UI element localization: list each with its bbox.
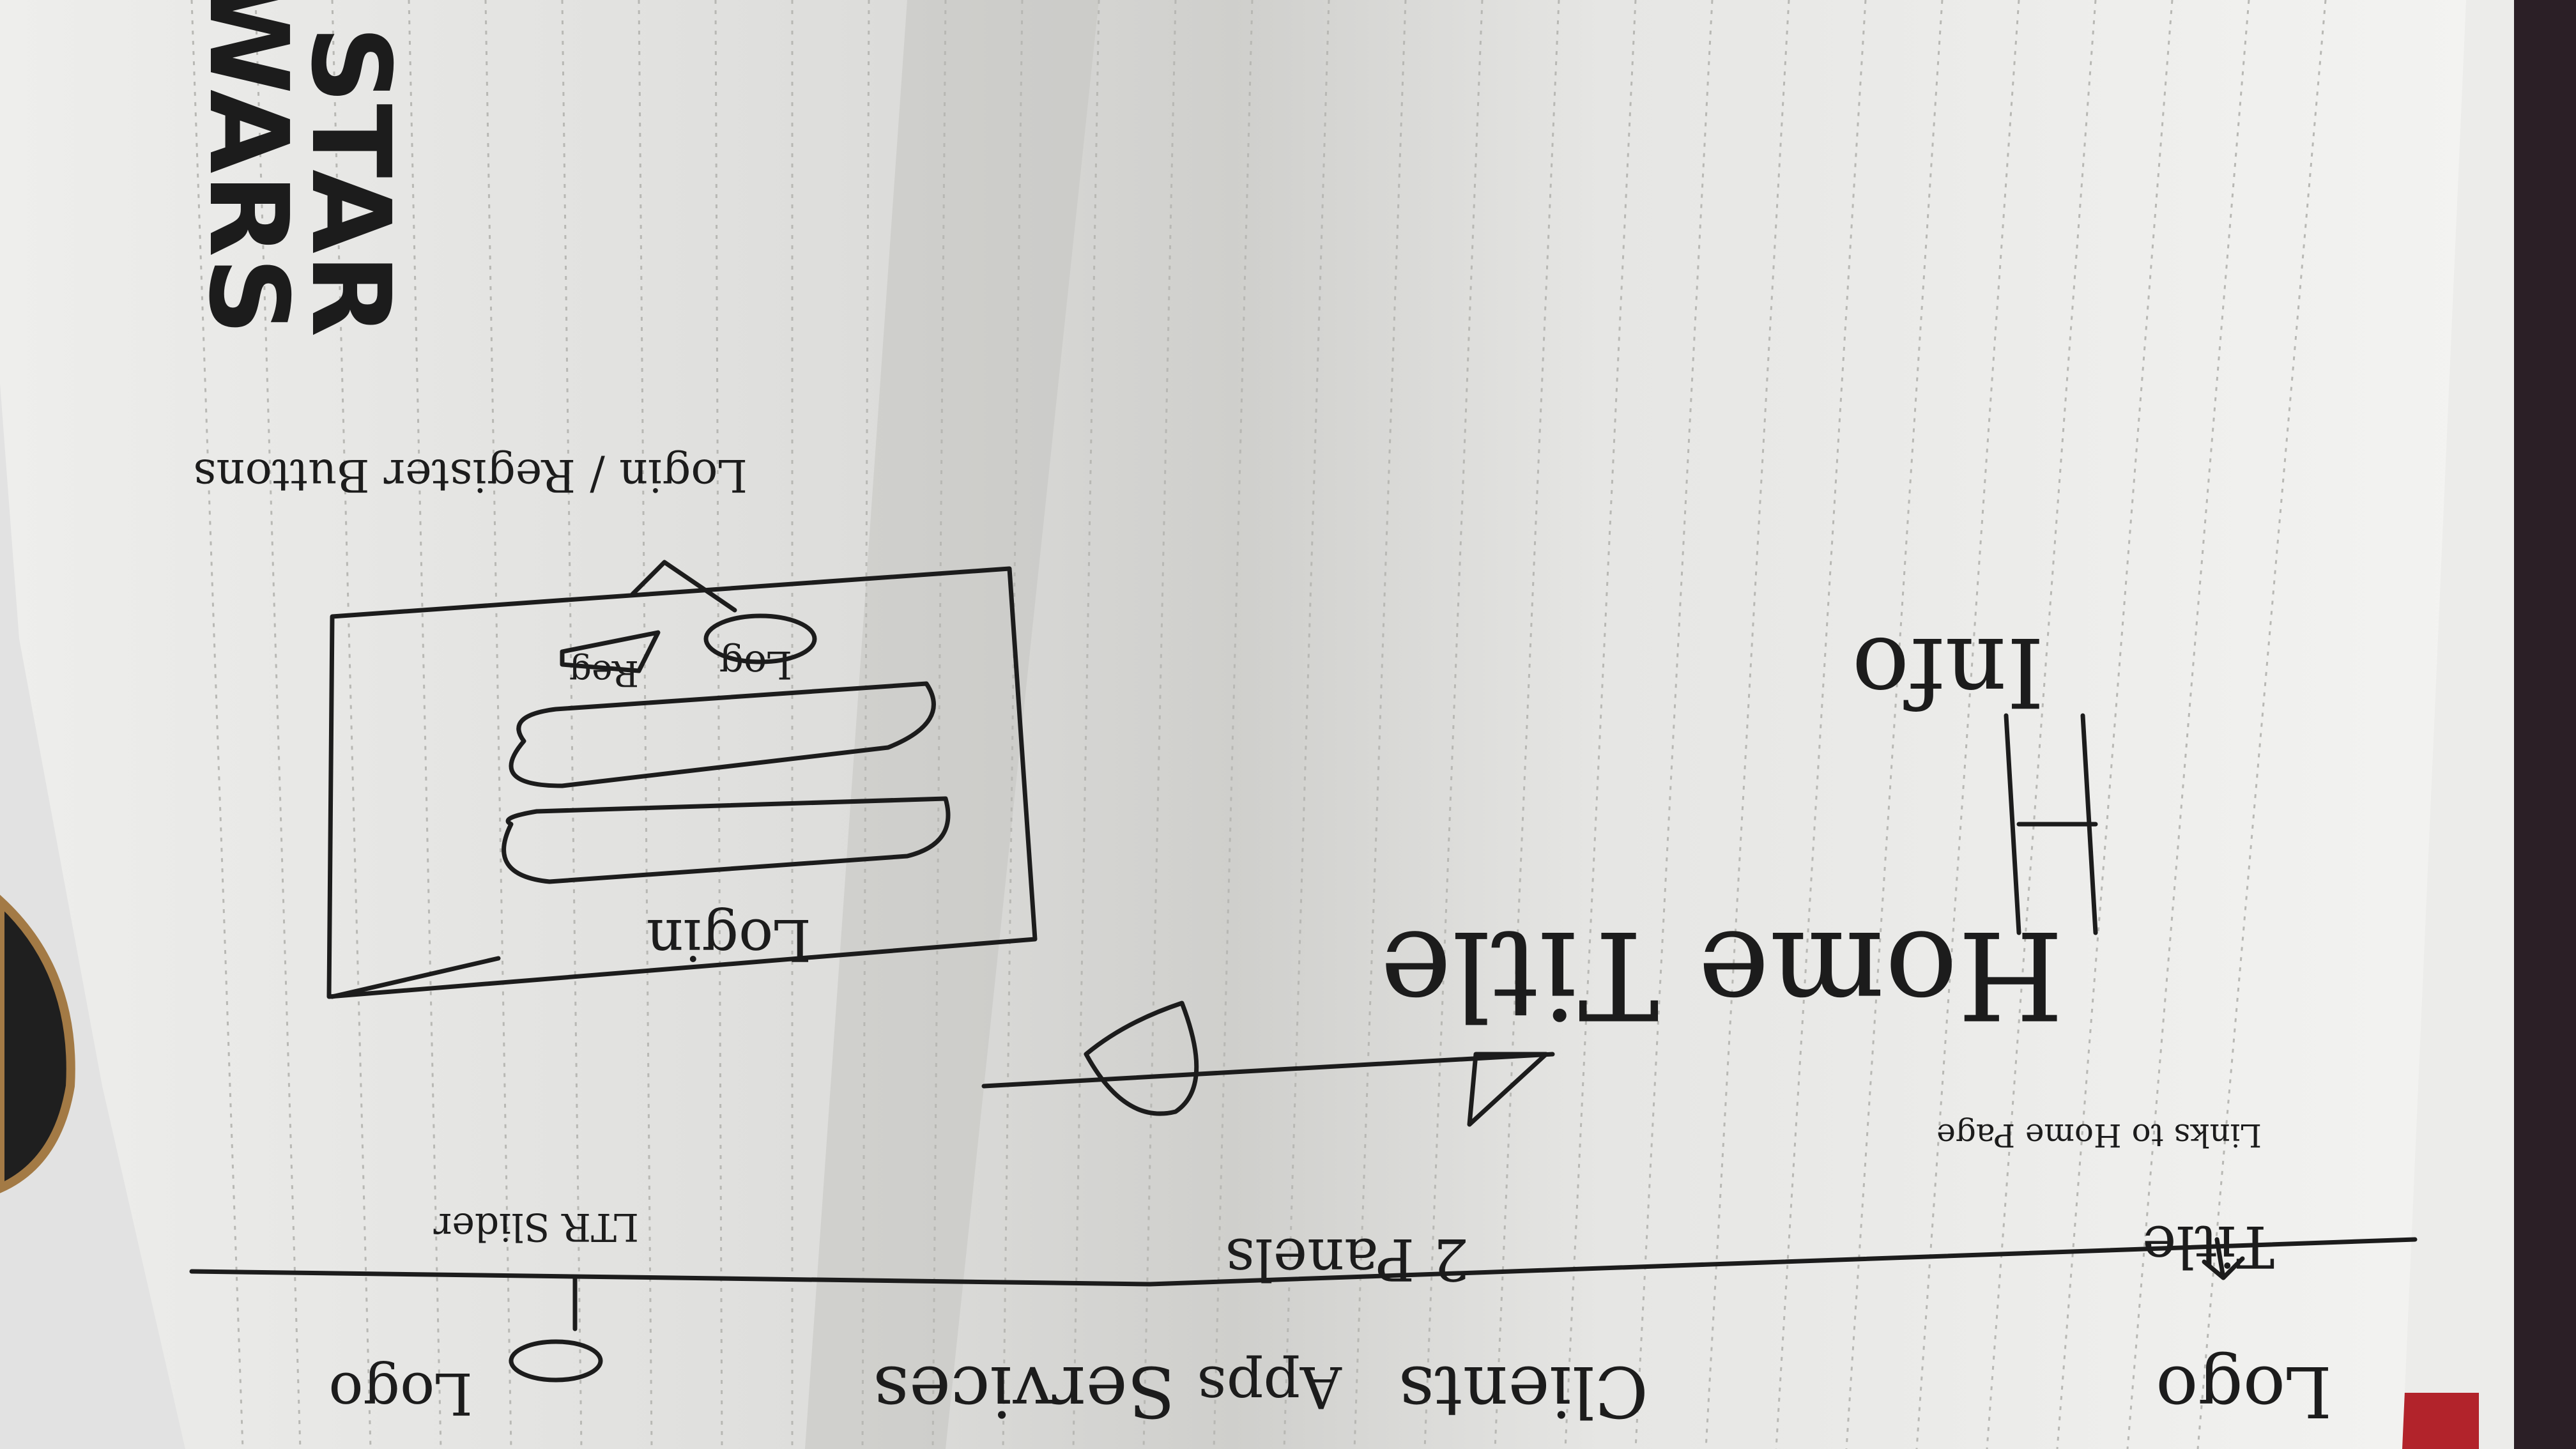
login-box-outline (326, 566, 1038, 999)
logo-label-text: Logo (2156, 1351, 2332, 1432)
page-shadow-band (805, 0, 1099, 1449)
input-field-lower (509, 681, 936, 788)
info-text: Info (1851, 616, 2044, 727)
buttons-leader (630, 560, 737, 613)
nav-item-clients: Clients (1399, 1351, 1648, 1432)
reg-button-text: Reg (569, 653, 639, 694)
login-box-corner (330, 956, 501, 999)
title-arrow (2202, 1237, 2245, 1280)
buttons-note-text: Login / Register Buttons (194, 449, 747, 502)
logo-text: Logo (328, 1360, 473, 1427)
title-label-text: Title (2142, 1213, 2274, 1280)
sketch-ink (189, 560, 2418, 1383)
title-note-text: Links to Home Page (1936, 1117, 2262, 1154)
log-button-shape (703, 613, 817, 664)
notebook-page (0, 0, 2466, 1449)
log-button-text: Log (719, 642, 792, 687)
star-wars-logo: STAR WARS (185, 0, 413, 337)
slider-line (981, 1052, 1555, 1089)
logo-mark (509, 1339, 603, 1383)
handwritten-labels: Home Title Info Login Log Reg Login / Re… (194, 449, 2332, 1432)
panels-note-text: 2 Panels (1225, 1225, 1469, 1292)
desk-object (0, 894, 75, 1193)
nav-item-apps: Apps (1197, 1353, 1342, 1420)
home-title-text: Home Title (1380, 904, 2064, 1045)
slider-note-text: LTR Slider (433, 1204, 639, 1249)
slider-right-arrow (1467, 1052, 1549, 1127)
ruled-lines (190, 0, 2327, 1449)
logo-line2: WARS (185, 0, 311, 335)
cover-red-edge (2402, 1393, 2479, 1449)
home-title-H (2004, 713, 2098, 935)
slider-left-arrow (1084, 1000, 1199, 1116)
reg-button-shape (560, 630, 661, 673)
header-divider (189, 1237, 2418, 1287)
logo-line1: STAR (287, 26, 413, 337)
nav-item-services: Services (873, 1351, 1176, 1432)
input-field-upper (502, 796, 951, 884)
login-heading-text: Login (647, 906, 811, 973)
